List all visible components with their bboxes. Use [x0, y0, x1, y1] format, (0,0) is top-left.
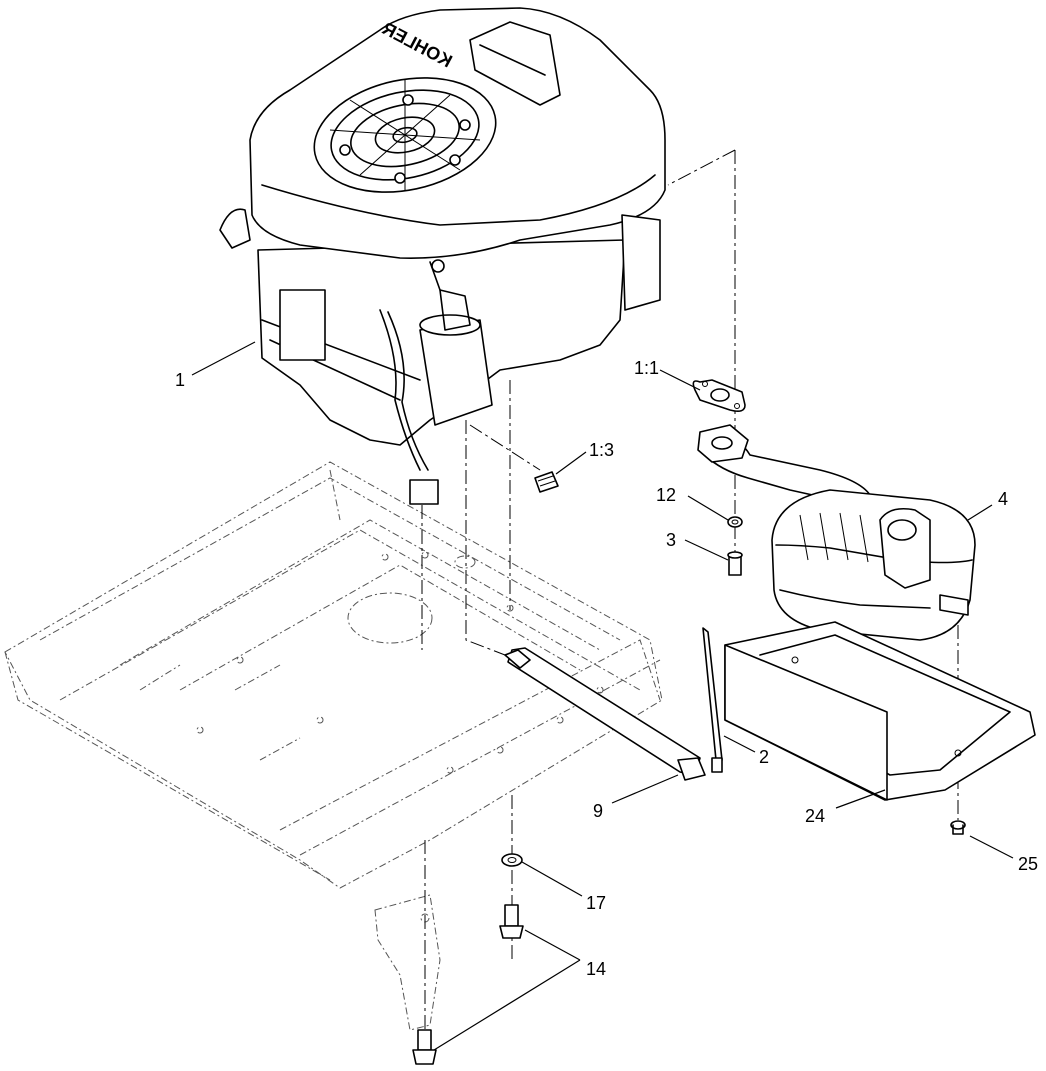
callout-4: 4 [998, 489, 1008, 509]
cable-tie [702, 627, 723, 773]
drain-plug [534, 471, 559, 493]
callout-14: 14 [586, 959, 606, 979]
exhaust-gasket [692, 379, 746, 412]
callout-1-3: 1:3 [589, 440, 614, 460]
bolt-3 [727, 551, 743, 576]
engine: KOHLER [219, 7, 666, 505]
callout-25: 25 [1018, 854, 1038, 874]
bolt-14-upper [499, 904, 524, 939]
callout-12: 12 [656, 485, 676, 505]
leader-lines [191, 341, 1014, 1051]
callout-3: 3 [666, 530, 676, 550]
frame-phantom [4, 461, 663, 1031]
callout-2: 2 [759, 747, 769, 767]
washer-12 [727, 516, 743, 528]
callout-1-1: 1:1 [634, 358, 659, 378]
muffler [697, 424, 976, 641]
heat-shield [724, 621, 1036, 801]
callout-24: 24 [805, 806, 825, 826]
assembly-centerlines [421, 149, 959, 1050]
washer-17 [501, 853, 523, 867]
callout-labels: 1 1:1 1:3 12 3 4 2 9 24 25 17 14 [175, 358, 1038, 979]
callout-9: 9 [593, 801, 603, 821]
callout-17: 17 [586, 893, 606, 913]
screw-25 [950, 820, 966, 835]
dipstick-tube [504, 647, 706, 781]
bolt-14-lower [412, 1029, 437, 1065]
callout-1: 1 [175, 370, 185, 390]
